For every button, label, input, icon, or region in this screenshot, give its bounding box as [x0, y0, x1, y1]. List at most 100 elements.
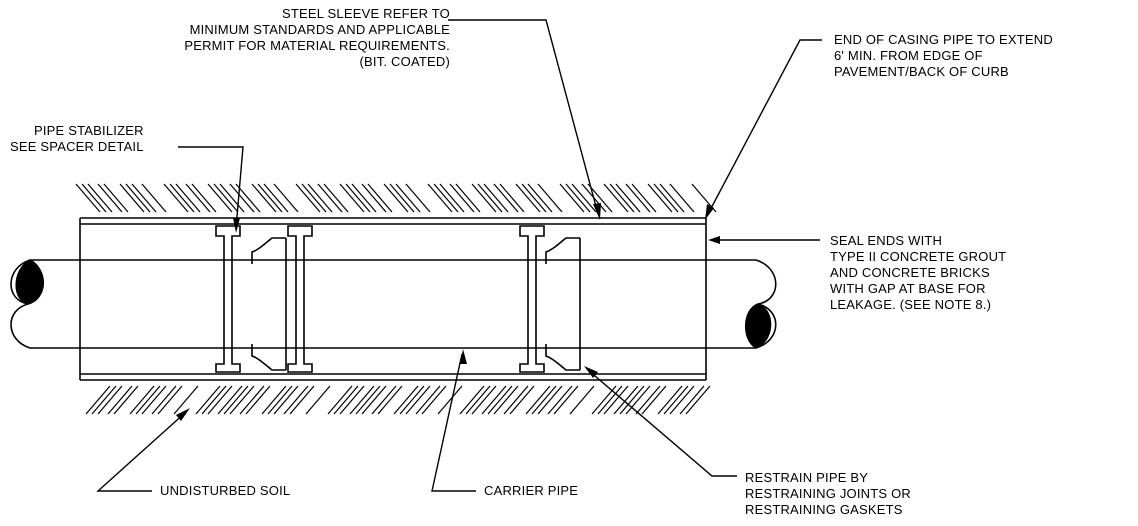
soil-hatch-stroke	[135, 385, 161, 415]
soil-hatch-stroke	[339, 385, 365, 415]
soil-hatch-stroke	[415, 385, 441, 415]
soil-hatch-stroke	[597, 385, 623, 415]
soil-hatch-stroke	[103, 183, 129, 213]
seal-ends-label-line-2: TYPE II CONCRETE GROUT	[830, 249, 1007, 264]
soil-hatch-stroke	[587, 183, 613, 213]
soil-hatch-stroke	[261, 385, 287, 415]
soil-hatch-stroke	[251, 183, 277, 213]
soil-hatch-stroke	[537, 183, 563, 213]
restrain-pipe-label-line-3: RESTRAINING GASKETS	[745, 502, 903, 517]
casing-end-label-line-2: 6' MIN. FROM EDGE OF	[834, 48, 983, 63]
soil-hatch-stroke	[223, 385, 249, 415]
soil-hatching-top	[75, 183, 717, 213]
restrain-pipe-label: RESTRAIN PIPE BY RESTRAINING JOINTS OR R…	[745, 470, 911, 518]
soil-hatch-stroke	[125, 183, 151, 213]
carrier-pipe-label: CARRIER PIPE	[484, 483, 578, 499]
soil-hatch-stroke	[657, 385, 683, 415]
soil-hatch-stroke	[173, 385, 199, 415]
soil-hatch-stroke	[427, 183, 453, 213]
soil-hatch-stroke	[175, 183, 201, 213]
soil-hatch-stroke	[267, 385, 293, 415]
soil-hatch-stroke	[685, 385, 711, 415]
soil-hatch-stroke	[399, 385, 425, 415]
soil-hatch-stroke	[263, 183, 289, 213]
pipe-stabilizer-label: PIPE STABILIZER SEE SPACER DETAIL	[10, 123, 144, 155]
soil-hatch-stroke	[625, 183, 651, 213]
soil-hatch-stroke	[87, 183, 113, 213]
soil-hatch-stroke	[131, 183, 157, 213]
soil-hatch-stroke	[527, 183, 553, 213]
soil-hatch-stroke	[201, 385, 227, 415]
soil-hatching-bottom	[85, 385, 711, 415]
soil-hatch-stroke	[477, 183, 503, 213]
soil-hatch-stroke	[191, 183, 217, 213]
soil-hatch-stroke	[603, 183, 629, 213]
seal-ends-label-line-4: WITH GAP AT BASE FOR	[830, 281, 986, 296]
soil-hatch-stroke	[207, 183, 233, 213]
soil-hatch-stroke	[659, 183, 685, 213]
soil-hatch-stroke	[669, 385, 695, 415]
soil-hatch-stroke	[289, 385, 315, 415]
pipe-stabilizer-label-line-1: PIPE STABILIZER	[34, 123, 144, 138]
soil-hatch-stroke	[141, 385, 167, 415]
soil-hatch-stroke	[257, 183, 283, 213]
soil-hatch-stroke	[609, 183, 635, 213]
soil-hatch-stroke	[619, 385, 645, 415]
steel-casing-sleeve	[79, 217, 707, 381]
soil-hatch-stroke	[185, 183, 211, 213]
soil-hatch-stroke	[283, 385, 309, 415]
soil-hatch-stroke	[437, 385, 463, 415]
soil-hatch-stroke	[351, 183, 377, 213]
soil-hatch-stroke	[565, 183, 591, 213]
soil-hatch-stroke	[647, 183, 673, 213]
soil-hatch-stroke	[229, 183, 255, 213]
soil-hatch-stroke	[531, 385, 557, 415]
soil-hatch-stroke	[569, 385, 595, 415]
restrain-pipe-label-line-1: RESTRAIN PIPE BY	[745, 470, 869, 485]
soil-hatch-stroke	[273, 183, 299, 213]
soil-hatch-stroke	[91, 385, 117, 415]
soil-hatch-stroke	[371, 385, 397, 415]
soil-hatch-stroke	[345, 183, 371, 213]
soil-hatch-stroke	[515, 183, 541, 213]
casing-end-label: END OF CASING PIPE TO EXTEND 6' MIN. FRO…	[834, 32, 1053, 80]
soil-hatch-stroke	[421, 385, 447, 415]
soil-hatch-stroke	[327, 385, 353, 415]
soil-hatch-stroke	[119, 183, 145, 213]
soil-hatch-stroke	[493, 183, 519, 213]
soil-hatch-stroke	[307, 183, 333, 213]
soil-hatch-stroke	[459, 385, 485, 415]
soil-hatch-stroke	[615, 183, 641, 213]
soil-hatch-stroke	[367, 183, 393, 213]
soil-hatch-stroke	[679, 385, 705, 415]
soil-hatch-stroke	[487, 385, 513, 415]
soil-hatch-stroke	[213, 183, 239, 213]
soil-hatch-stroke	[141, 183, 167, 213]
soil-hatch-stroke	[273, 385, 299, 415]
soil-hatch-stroke	[393, 385, 419, 415]
soil-hatch-stroke	[317, 183, 343, 213]
carrier-pipe-bell-joint-2	[545, 237, 581, 371]
seal-ends-label-line-1: SEAL ENDS WITH	[830, 233, 943, 248]
soil-hatch-stroke	[465, 385, 491, 415]
soil-hatch-stroke	[355, 385, 381, 415]
soil-hatch-stroke	[663, 385, 689, 415]
carrier-pipe	[10, 259, 777, 349]
steel-sleeve-label-line-1: STEEL SLEEVE REFER TO	[282, 6, 450, 21]
soil-hatch-stroke	[361, 385, 387, 415]
soil-hatch-stroke	[559, 183, 585, 213]
soil-hatch-stroke	[625, 385, 651, 415]
soil-hatch-stroke	[169, 183, 195, 213]
soil-hatch-stroke	[653, 183, 679, 213]
soil-hatch-stroke	[195, 385, 221, 415]
soil-hatch-stroke	[157, 385, 183, 415]
soil-hatch-stroke	[107, 385, 133, 415]
soil-hatch-stroke	[571, 183, 597, 213]
soil-hatch-stroke	[207, 385, 233, 415]
restrain-pipe-label-line-2: RESTRAINING JOINTS OR	[745, 486, 911, 501]
soil-hatch-stroke	[433, 183, 459, 213]
soil-hatch-stroke	[525, 385, 551, 415]
soil-hatch-stroke	[481, 385, 507, 415]
soil-hatch-stroke	[395, 183, 421, 213]
soil-hatch-stroke	[129, 385, 155, 415]
